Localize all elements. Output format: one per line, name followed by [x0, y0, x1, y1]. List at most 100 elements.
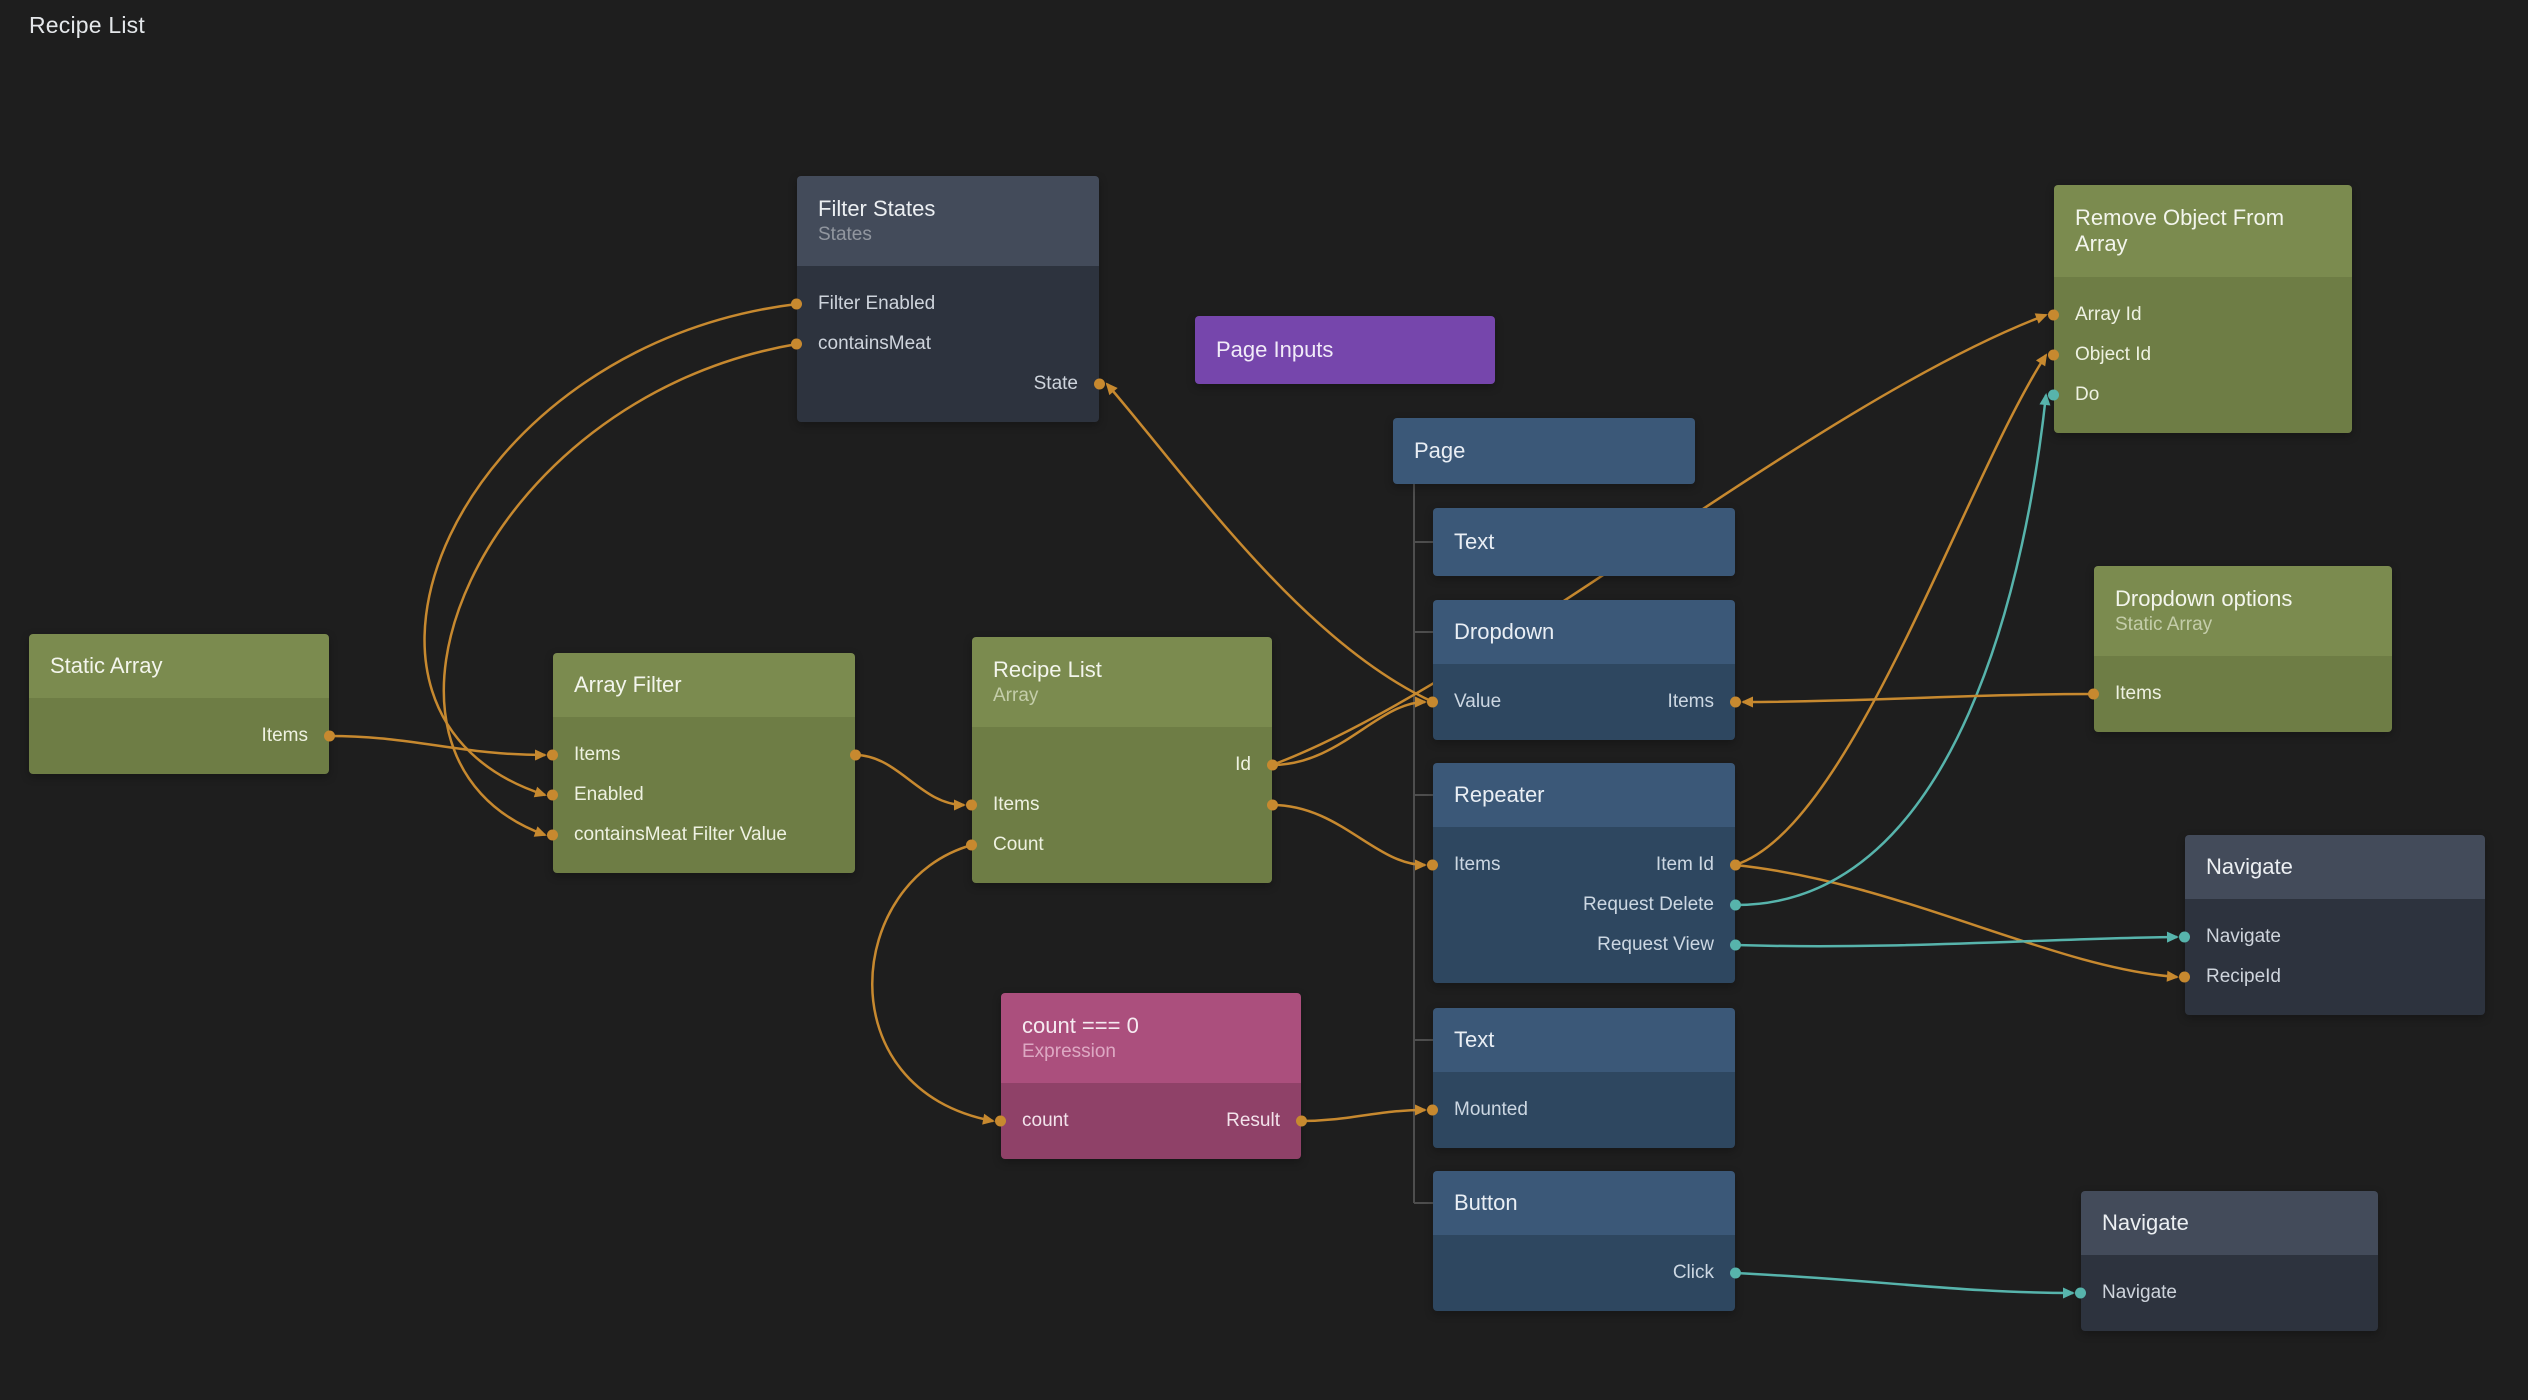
- port-row: Enabled: [547, 775, 855, 815]
- port-recipeid-dot[interactable]: [2179, 971, 2190, 983]
- port-label-result: Result: [1226, 1110, 1280, 1131]
- node-text-1[interactable]: Text: [1433, 508, 1735, 576]
- node-header: Static Array: [29, 634, 329, 698]
- port-count-dot[interactable]: [995, 1115, 1006, 1127]
- node-title: Navigate: [2102, 1210, 2189, 1236]
- node-header: Dropdown: [1433, 600, 1735, 664]
- port-value-dot[interactable]: [1427, 696, 1438, 708]
- port-label-state: State: [1033, 373, 1078, 394]
- node-title: Page: [1414, 438, 1466, 464]
- port-row: State: [797, 364, 1105, 404]
- port-state-dot[interactable]: [1094, 378, 1105, 390]
- port-filter-enabled-dot[interactable]: [791, 298, 802, 310]
- node-header: Remove Object From Array: [2054, 185, 2352, 277]
- wire-repeater-to-remove-object: [1734, 393, 2051, 907]
- node-header: Button: [1433, 1171, 1735, 1235]
- port-label-request-view: Request View: [1597, 934, 1714, 955]
- port-count-dot[interactable]: [966, 839, 977, 851]
- port-items-dot[interactable]: [1427, 859, 1438, 871]
- port-row: Items: [2088, 674, 2392, 714]
- node-subtitle: Array: [993, 684, 1039, 706]
- wire-repeater-to-navigate-1: [1734, 863, 2179, 982]
- node-header: Navigate: [2185, 835, 2485, 899]
- port-output-dot[interactable]: [850, 749, 861, 761]
- port-containsmeat-dot[interactable]: [791, 338, 802, 350]
- wire-filter-states-to-array-filter: [442, 342, 798, 837]
- wire-dropdown-to-filter-states: [1105, 382, 1434, 704]
- port-row: Navigate: [2075, 1273, 2378, 1313]
- port-label-object-id: Object Id: [2075, 344, 2152, 365]
- port-items-dot[interactable]: [2088, 688, 2099, 700]
- node-title: Dropdown: [1454, 619, 1555, 645]
- port-request-delete-dot[interactable]: [1730, 899, 1741, 911]
- port-label-items: Items: [993, 794, 1040, 815]
- port-label-items: Items: [1667, 691, 1714, 712]
- node-title: Text: [1454, 1027, 1495, 1053]
- port-containsmeat-filter-value-dot[interactable]: [547, 829, 558, 841]
- port-items-dot[interactable]: [547, 749, 558, 761]
- port-enabled-dot[interactable]: [547, 789, 558, 801]
- port-row: Request View: [1433, 925, 1741, 965]
- port-item-id-dot[interactable]: [1730, 859, 1741, 871]
- port-output-dot[interactable]: [1267, 799, 1278, 811]
- port-request-view-dot[interactable]: [1730, 939, 1741, 951]
- port-label-value: Value: [1454, 691, 1502, 712]
- port-do-dot[interactable]: [2048, 389, 2059, 401]
- port-navigate-dot[interactable]: [2179, 931, 2190, 943]
- port-label-items: Items: [574, 744, 621, 765]
- port-items-dot[interactable]: [324, 730, 335, 742]
- node-header: Array Filter: [553, 653, 855, 717]
- wire-recipe-list-to-dropdown: [1271, 696, 1427, 767]
- node-header: Page: [1393, 418, 1695, 484]
- wire-repeater-to-remove-object: [1734, 353, 2048, 867]
- port-object-id-dot[interactable]: [2048, 349, 2059, 361]
- port-row: Object Id: [2048, 335, 2352, 375]
- node-page-inputs[interactable]: Page Inputs: [1195, 316, 1495, 384]
- port-items-dot[interactable]: [966, 799, 977, 811]
- port-row: Filter Enabled: [791, 284, 1099, 324]
- node-page[interactable]: Page: [1393, 418, 1695, 484]
- port-row: Items Item Id: [1427, 845, 1741, 885]
- port-navigate-dot[interactable]: [2075, 1287, 2086, 1299]
- port-label-items: Items: [1454, 854, 1501, 875]
- wire-filter-states-to-array-filter: [423, 302, 798, 798]
- port-result-dot[interactable]: [1296, 1115, 1307, 1127]
- port-row: Count: [966, 825, 1272, 865]
- port-row: Items: [547, 735, 861, 775]
- port-label-containsmeat-filter-value: containsMeat Filter Value: [574, 824, 787, 845]
- port-row: Do: [2048, 375, 2352, 415]
- wire-static-array-to-array-filter: [328, 734, 547, 761]
- port-array-id-dot[interactable]: [2048, 309, 2059, 321]
- node-subtitle: Static Array: [2115, 613, 2213, 635]
- port-mounted-dot[interactable]: [1427, 1104, 1438, 1116]
- port-click-dot[interactable]: [1730, 1267, 1741, 1279]
- node-header: Repeater: [1433, 763, 1735, 827]
- port-items-dot[interactable]: [1730, 696, 1741, 708]
- port-label-mounted: Mounted: [1454, 1099, 1528, 1120]
- node-header: Text: [1433, 1008, 1735, 1072]
- port-id-dot[interactable]: [1267, 759, 1278, 771]
- page-title: Recipe List: [29, 12, 145, 38]
- port-label-request-delete: Request Delete: [1583, 894, 1714, 915]
- port-label-item-id: Item Id: [1655, 854, 1714, 875]
